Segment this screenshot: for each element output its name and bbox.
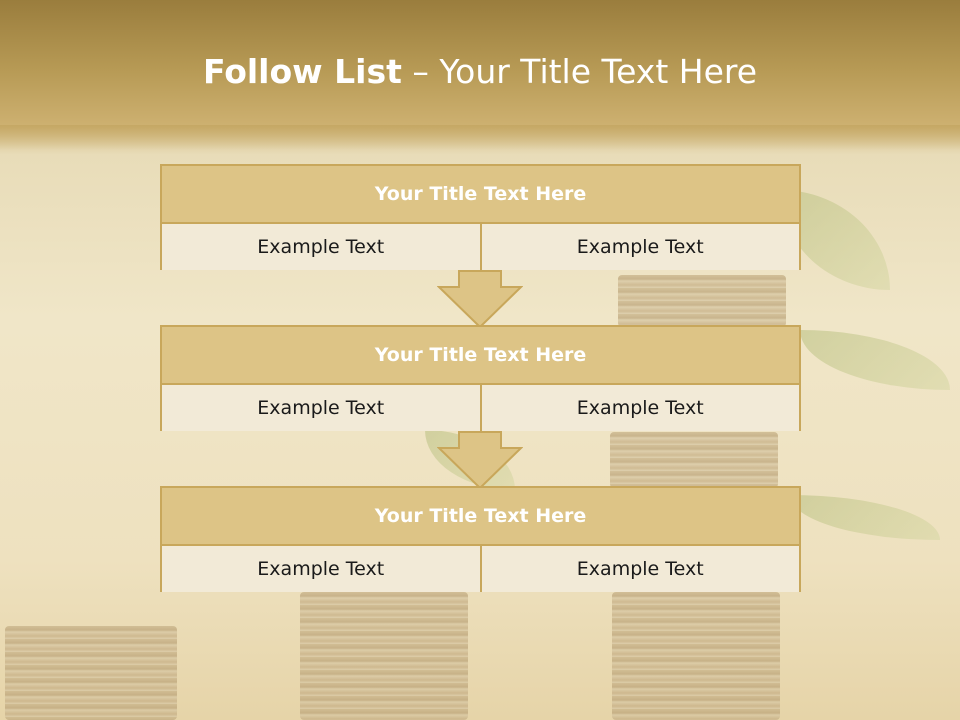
block-cell-right: Example Text — [479, 224, 799, 270]
block-title: Your Title Text Here — [162, 488, 799, 546]
block-cell-left: Example Text — [162, 224, 480, 270]
down-arrow-icon — [437, 270, 523, 328]
block-row: Example Text Example Text — [162, 546, 799, 592]
list-block-3: Your Title Text Here Example Text Exampl… — [160, 486, 801, 592]
list-block-2: Your Title Text Here Example Text Exampl… — [160, 325, 801, 431]
title-rest: – Your Title Text Here — [401, 52, 758, 91]
block-cell-right: Example Text — [479, 385, 799, 431]
block-row: Example Text Example Text — [162, 385, 799, 431]
block-title: Your Title Text Here — [162, 327, 799, 385]
block-title: Your Title Text Here — [162, 166, 799, 224]
block-row: Example Text Example Text — [162, 224, 799, 270]
coin-stack — [618, 275, 786, 327]
block-cell-left: Example Text — [162, 385, 480, 431]
block-cell-right: Example Text — [479, 546, 799, 592]
coin-stack — [5, 626, 177, 720]
slide-title: Follow List – Your Title Text Here — [0, 52, 960, 91]
title-band-fade — [0, 125, 960, 155]
coin-stack — [300, 592, 468, 720]
list-block-1: Your Title Text Here Example Text Exampl… — [160, 164, 801, 270]
title-bold: Follow List — [202, 52, 402, 91]
block-cell-left: Example Text — [162, 546, 480, 592]
down-arrow-icon — [437, 431, 523, 489]
coin-stack — [610, 432, 778, 488]
coin-stack — [612, 592, 780, 720]
